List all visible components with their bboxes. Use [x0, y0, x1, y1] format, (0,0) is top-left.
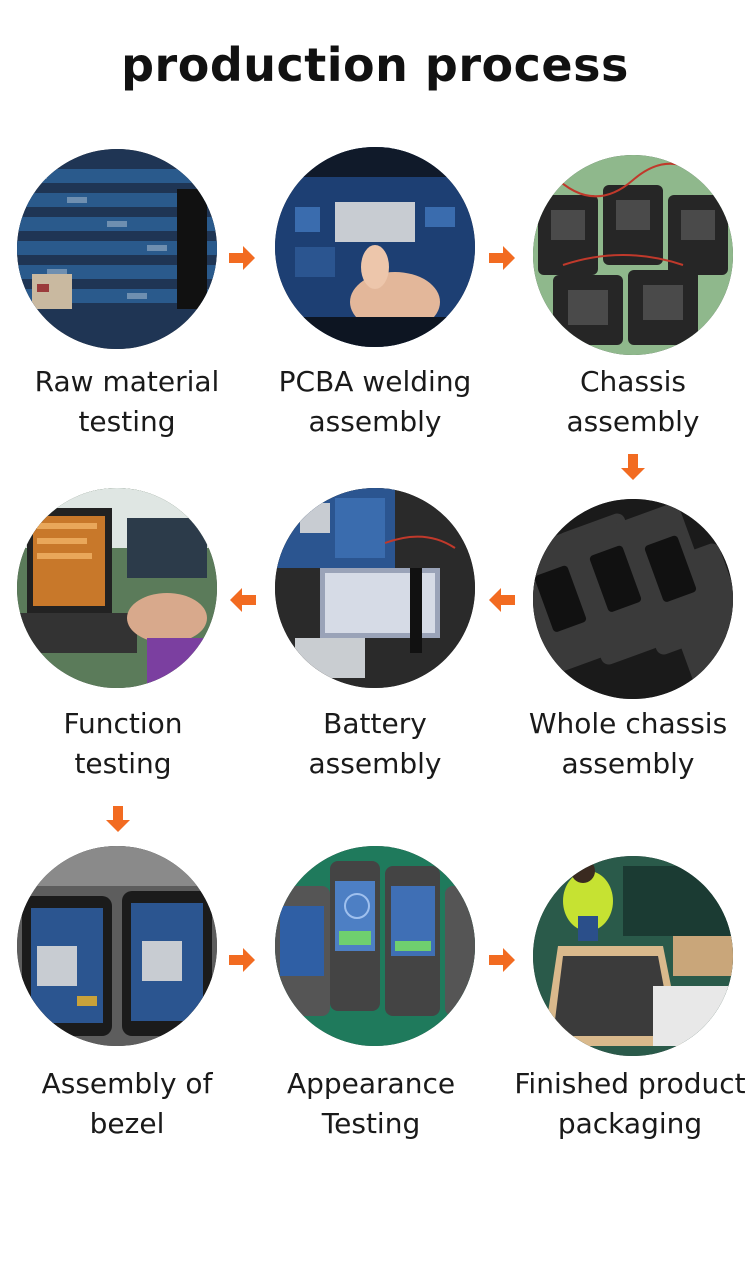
arrow-right-icon — [227, 243, 257, 273]
step-label-line2: packaging — [557, 1107, 703, 1140]
pcb-hand-photo — [275, 147, 475, 347]
step-label-line2: assembly — [566, 405, 700, 438]
step-label-appearance: Appearance Testing — [244, 1064, 498, 1144]
step-label-line2: Testing — [321, 1107, 421, 1140]
step-label-line2: assembly — [308, 747, 442, 780]
step-label-chassis: Chassis assembly — [506, 362, 750, 442]
laptop-testing-photo — [17, 488, 217, 688]
step-label-line2: assembly — [308, 405, 442, 438]
page-title: production process — [121, 38, 629, 92]
step-label-line1: PCBA welding — [278, 365, 472, 398]
step-label-line1: Assembly of — [41, 1067, 213, 1100]
circuit-boards-rack-photo — [17, 149, 217, 349]
step-label-line2: testing — [78, 405, 176, 438]
devices-screens-photo — [275, 846, 475, 1046]
step-label-line1: Battery — [323, 707, 427, 740]
arrow-down-icon — [103, 804, 133, 834]
step-label-pcba: PCBA welding assembly — [248, 362, 502, 442]
step-label-packaging: Finished product packaging — [510, 1064, 750, 1144]
arrow-right-icon — [227, 945, 257, 975]
step-label-line1: Function — [63, 707, 183, 740]
bezel-boards-photo — [17, 846, 217, 1046]
worker-packaging-photo — [533, 856, 733, 1056]
step-label-line2: bezel — [89, 1107, 165, 1140]
step-label-line1: Chassis — [580, 365, 686, 398]
arrow-left-icon — [487, 585, 517, 615]
step-label-line1: Appearance — [286, 1067, 456, 1100]
step-label-function: Function testing — [0, 704, 246, 784]
stacked-chassis-photo — [533, 499, 733, 699]
step-label-battery: Battery assembly — [248, 704, 502, 784]
step-label-bezel: Assembly of bezel — [0, 1064, 254, 1144]
arrow-down-icon — [618, 452, 648, 482]
step-label-line1: Finished product — [514, 1067, 746, 1100]
step-label-line2: assembly — [561, 747, 695, 780]
battery-board-photo — [275, 488, 475, 688]
step-label-line1: Whole chassis — [528, 707, 728, 740]
chassis-wires-photo — [533, 155, 733, 355]
step-label-raw-material: Raw material testing — [0, 362, 254, 442]
arrow-right-icon — [487, 243, 517, 273]
arrow-left-icon — [228, 585, 258, 615]
arrow-right-icon — [487, 945, 517, 975]
step-label-line1: Raw material — [34, 365, 220, 398]
step-label-whole-chassis: Whole chassis assembly — [506, 704, 750, 784]
step-label-line2: testing — [74, 747, 172, 780]
